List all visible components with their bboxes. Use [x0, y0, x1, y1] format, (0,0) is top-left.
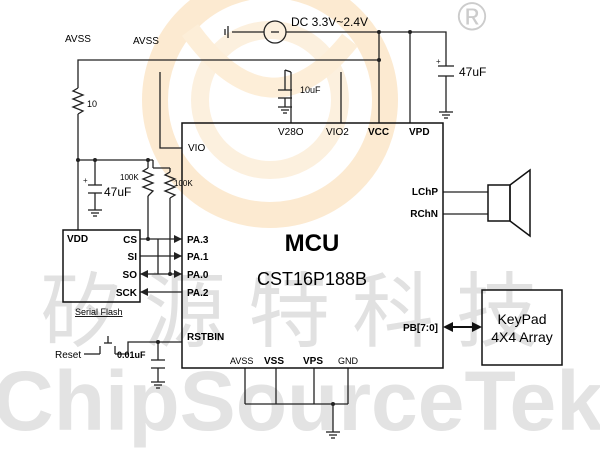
- resistor-100k-b-label: 100K: [174, 179, 193, 188]
- svg-text:+: +: [83, 176, 88, 185]
- dc-source: [263, 20, 287, 44]
- pb-bidirectional-arrow: [443, 322, 482, 332]
- junction-dots: [76, 30, 412, 406]
- pin-lchp: LChP: [412, 187, 438, 198]
- flash-pin-so: SO: [123, 270, 138, 281]
- flash-pin-cs: CS: [123, 235, 137, 246]
- pin-vcc: VCC: [368, 127, 389, 138]
- pin-rstbin: RSTBIN: [187, 332, 224, 343]
- pin-v28o: V28O: [278, 127, 304, 138]
- resistor-10: [71, 87, 85, 115]
- capacitor-47uf-top-label: 47uF: [459, 65, 486, 79]
- svg-text:+: +: [436, 57, 441, 66]
- resistor-100k-b: [153, 167, 177, 199]
- watermark-registered-mark: ®: [457, 0, 486, 39]
- avss-label-left: AVSS: [65, 34, 91, 45]
- watermark-chinese-text: 矽源特科技: [40, 267, 560, 358]
- resistor-100k-a: [141, 167, 155, 197]
- pin-pa3: PA.3: [187, 235, 209, 246]
- pin-avss: AVSS: [230, 356, 253, 366]
- capacitor-0-01uf-label: 0.01uF: [117, 350, 146, 360]
- resistor-100k-a-label: 100K: [120, 173, 139, 182]
- keypad-line1: KeyPad: [497, 311, 546, 327]
- keypad-line2: 4X4 Array: [491, 329, 552, 345]
- reset-label: Reset: [55, 350, 81, 361]
- pin-vps: VPS: [303, 356, 323, 367]
- capacitor-47uf-top: +: [436, 57, 454, 77]
- pin-vss: VSS: [264, 356, 284, 367]
- mcu-pin-labels: VIO V28O VIO2 VCC VPD LChP RChN PA.3 PA.…: [187, 127, 438, 367]
- watermark-logo: [142, 0, 398, 228]
- serial-flash-caption: Serial Flash: [75, 307, 123, 317]
- capacitor-0-01uf: [151, 359, 165, 369]
- pin-vpd: VPD: [409, 127, 430, 138]
- reset-switch: [99, 336, 116, 354]
- capacitor-47uf-left-label: 47uF: [104, 185, 131, 199]
- mcu-title: MCU: [285, 230, 340, 257]
- flash-pin-si: SI: [128, 252, 138, 263]
- pin-rchn: RChN: [410, 209, 438, 220]
- pin-pa0: PA.0: [187, 270, 209, 281]
- flash-pin-sck: SCK: [116, 288, 138, 299]
- pin-pa1: PA.1: [187, 252, 209, 263]
- capacitor-10uf: [278, 69, 292, 99]
- avss-label-mid: AVSS: [133, 36, 159, 47]
- pin-gnd: GND: [338, 356, 359, 366]
- pin-pa2: PA.2: [187, 288, 209, 299]
- mcu-part-number: CST16P188B: [257, 269, 367, 289]
- flash-pin-vdd: VDD: [67, 234, 88, 245]
- flash-pin-labels: VDD CS SI SO SCK: [67, 234, 138, 299]
- wires: [77, 26, 488, 432]
- mcu-chip: [181, 122, 444, 369]
- pin-vio: VIO: [188, 143, 205, 154]
- pin-vio2: VIO2: [326, 127, 349, 138]
- capacitor-10uf-label: 10uF: [300, 85, 321, 95]
- resistor-10-label: 10: [87, 99, 97, 109]
- signal-arrows: [140, 235, 182, 296]
- speaker-icon: [487, 168, 531, 238]
- watermark-english-text: ChipSourceTek: [0, 354, 600, 448]
- capacitor-47uf-left: +: [83, 176, 102, 210]
- serial-flash-chip: [62, 229, 141, 303]
- dc-source-label: DC 3.3V~2.4V: [291, 15, 368, 29]
- keypad-box: [481, 289, 563, 366]
- pin-pb: PB[7:0]: [403, 323, 438, 334]
